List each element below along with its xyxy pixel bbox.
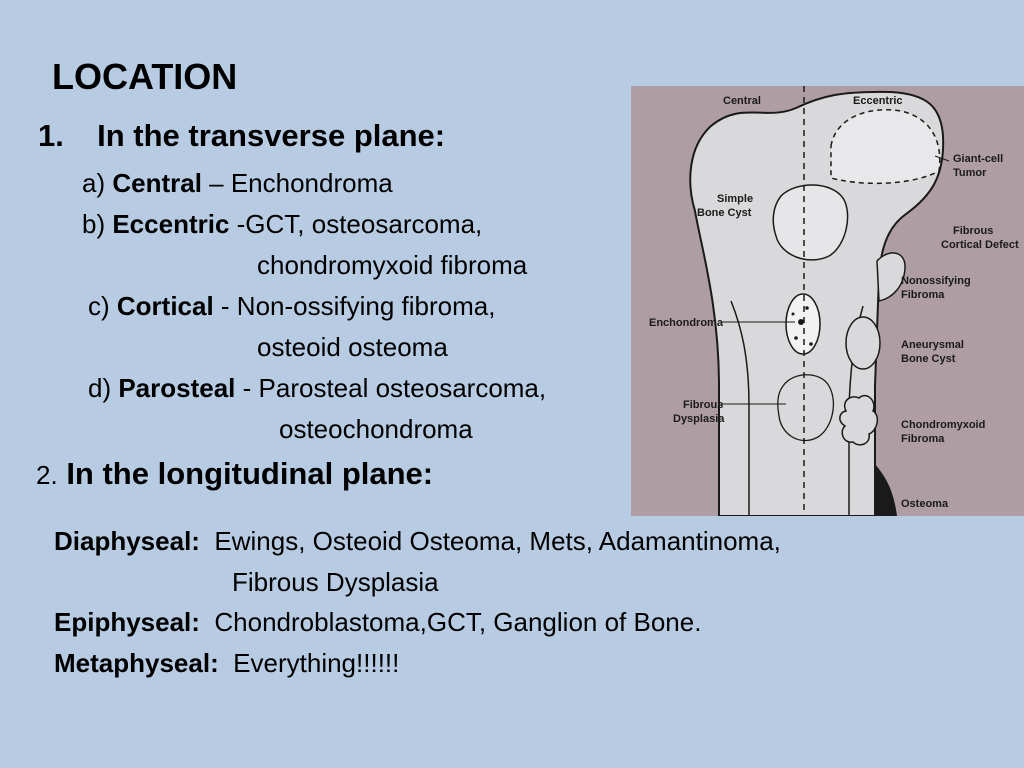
label-chondromyxoid: Chondromyxoid <box>901 419 985 431</box>
label-giant-cell-2: Tumor <box>953 167 987 179</box>
heading-text: In the transverse plane: <box>97 118 446 153</box>
label-central: Central <box>723 95 761 107</box>
list-item: c) Cortical - Non-ossifying fibroma, <box>88 291 496 321</box>
section-number: 2. <box>36 460 58 490</box>
label-fibrous-dysplasia: Fibrous <box>683 399 723 411</box>
enchondroma-calcification <box>798 319 804 325</box>
bone-lesion-diagram: Central Eccentric Giant-cell Tumor Simpl… <box>631 86 1024 516</box>
bone-diagram-svg: Central Eccentric Giant-cell Tumor Simpl… <box>649 86 1019 516</box>
label-eccentric: Eccentric <box>853 95 903 107</box>
label-fibrous-cortical-2: Cortical Defect <box>941 239 1019 251</box>
medullary-canal-left <box>730 300 750 516</box>
diaphyseal-continuation: Fibrous Dysplasia <box>232 567 439 597</box>
enchondroma-calcification <box>805 306 809 310</box>
list-item-continuation: osteochondroma <box>279 414 473 444</box>
epiphyseal-line: Epiphyseal: Chondroblastoma,GCT, Ganglio… <box>54 607 702 637</box>
list-item: d) Parosteal - Parosteal osteosarcoma, <box>88 373 547 403</box>
simple-bone-cyst-shape <box>772 184 849 261</box>
label-aneurysmal: Aneurysmal <box>901 339 964 351</box>
label-osteoma: Osteoma <box>901 498 949 510</box>
label-nonossifying: Nonossifying <box>901 275 971 287</box>
label-enchondroma: Enchondroma <box>649 317 724 329</box>
aneurysmal-bone-cyst-shape <box>845 316 881 370</box>
giant-cell-tumor-shape <box>830 109 941 185</box>
label-fibrous-dysplasia-2: Dysplasia <box>673 413 725 425</box>
list-item-continuation: osteoid osteoma <box>257 332 448 362</box>
nonossifying-fibroma-shape <box>876 252 906 302</box>
diaphyseal-line: Diaphyseal: Ewings, Osteoid Osteoma, Met… <box>54 526 781 556</box>
bone-outline <box>689 90 945 516</box>
metaphyseal-line: Metaphyseal: Everything!!!!!! <box>54 648 400 678</box>
label-aneurysmal-2: Bone Cyst <box>901 353 956 365</box>
fibrous-dysplasia-shape <box>777 374 835 442</box>
enchondroma-calcification <box>809 342 813 346</box>
enchondroma-calcification <box>794 336 798 340</box>
label-chondromyxoid-2: Fibroma <box>901 433 945 445</box>
osteoma-shape <box>875 464 897 516</box>
label-fibrous-cortical: Fibrous <box>953 225 993 237</box>
section-number: 1. <box>38 118 64 153</box>
transverse-heading: 1. In the transverse plane: <box>38 118 445 154</box>
list-item: a) Central – Enchondroma <box>82 168 393 198</box>
leader-line <box>934 155 950 162</box>
chondromyxoid-fibroma-shape <box>839 394 879 446</box>
slide-title: LOCATION <box>52 56 238 97</box>
label-simple-bone-cyst-2: Bone Cyst <box>697 207 752 219</box>
label-simple-bone-cyst: Simple <box>717 193 753 205</box>
heading-text: In the longitudinal plane: <box>66 456 434 491</box>
list-item: b) Eccentric -GCT, osteosarcoma, <box>82 209 483 239</box>
label-giant-cell: Giant-cell <box>953 153 1003 165</box>
enchondroma-calcification <box>791 312 795 316</box>
label-nonossifying-2: Fibroma <box>901 289 945 301</box>
list-item-continuation: chondromyxoid fibroma <box>257 250 528 280</box>
longitudinal-heading: 2. In the longitudinal plane: <box>36 456 433 492</box>
